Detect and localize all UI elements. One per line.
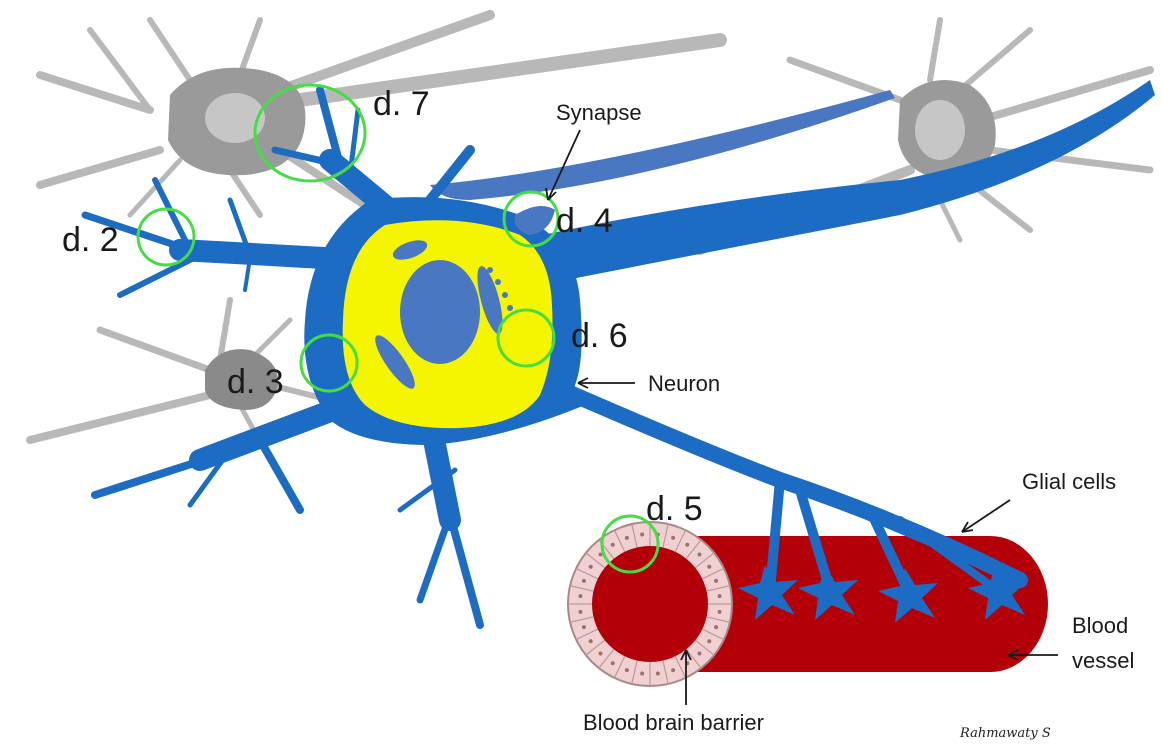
endothelial-cell-nucleus xyxy=(707,565,711,569)
endothelial-cell-nucleus xyxy=(718,594,722,598)
endothelial-cell-nucleus xyxy=(714,625,718,629)
label-blood-brain-barrier: Blood brain barrier xyxy=(583,710,764,735)
endothelial-cell-nucleus xyxy=(640,672,644,676)
endothelial-cell-nucleus xyxy=(685,543,689,547)
label-blood: Blood xyxy=(1072,613,1128,638)
endothelial-cell-nucleus xyxy=(599,553,603,557)
signature: Rahmawaty S xyxy=(959,726,1051,741)
label-neuron: Neuron xyxy=(648,371,720,396)
endothelial-cell-nucleus xyxy=(625,536,629,540)
endothelial-cell-nucleus xyxy=(589,565,593,569)
label-glial-cells: Glial cells xyxy=(1022,469,1116,494)
glial-arrow xyxy=(962,500,1010,532)
label-vessel: vessel xyxy=(1072,648,1134,673)
label-d3: d. 3 xyxy=(227,363,284,401)
label-d7: d. 7 xyxy=(373,85,430,123)
endothelial-cell-nucleus xyxy=(599,651,603,655)
gray-nucleus-top-right xyxy=(915,100,965,160)
label-d2: d. 2 xyxy=(62,221,119,259)
endothelial-cell-nucleus xyxy=(671,536,675,540)
endothelial-cell-nucleus xyxy=(640,532,644,536)
blood-vessel xyxy=(568,522,1048,686)
endothelial-cell-nucleus xyxy=(697,651,701,655)
endothelial-cell-nucleus xyxy=(578,594,582,598)
endothelial-cell-nucleus xyxy=(671,668,675,672)
endothelial-cell-nucleus xyxy=(656,672,660,676)
endothelial-cell-nucleus xyxy=(589,639,593,643)
endothelial-cell-nucleus xyxy=(582,579,586,583)
label-d4: d. 4 xyxy=(556,202,613,240)
label-d5: d. 5 xyxy=(646,490,703,528)
endothelial-cell-nucleus xyxy=(611,543,615,547)
synapse-bouton xyxy=(515,206,555,235)
endothelial-cell-nucleus xyxy=(718,610,722,614)
endothelial-cell-nucleus xyxy=(697,553,701,557)
label-synapse: Synapse xyxy=(556,100,642,125)
endothelial-cell-nucleus xyxy=(578,610,582,614)
endothelial-cell-nucleus xyxy=(611,661,615,665)
endothelial-cell-nucleus xyxy=(582,625,586,629)
endothelial-cell-nucleus xyxy=(625,668,629,672)
nucleus xyxy=(400,260,480,364)
endothelial-cell-nucleus xyxy=(714,579,718,583)
synapse-process xyxy=(430,90,895,200)
endothelial-cell-nucleus xyxy=(707,639,711,643)
label-d6: d. 6 xyxy=(571,317,628,355)
